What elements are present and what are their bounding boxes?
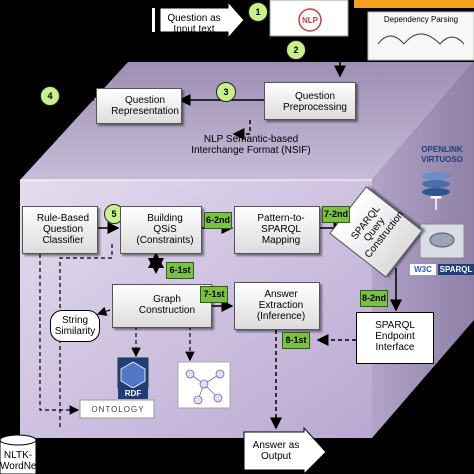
graph-icon: [185, 369, 225, 405]
sparql-construction-label: SPARQL Query Construction: [349, 203, 407, 261]
step-8-2: 8-2nd: [360, 290, 388, 307]
step-7-1: 7-1st: [200, 286, 228, 303]
w3c-logo-text: W3C: [410, 264, 436, 275]
step-badge-2: 2: [286, 40, 306, 60]
pattern-mapping-module: Pattern-to- SPARQL Mapping: [234, 206, 320, 254]
string-similarity-box: String Similarity: [50, 310, 100, 342]
database-icon: [422, 180, 450, 188]
banner-image: [354, 0, 474, 8]
connector: [96, 306, 111, 316]
nltk-cylinder: [0, 440, 37, 474]
answer-extraction-label: Answer Extraction (Inference): [256, 289, 306, 322]
database-disk-icon: [429, 232, 455, 248]
input-arrow-tail: [152, 8, 155, 32]
sparql-endpoint-box: SPARQL Endpoint Interface: [356, 312, 434, 364]
pattern-mapping-label: Pattern-to- SPARQL Mapping: [257, 213, 305, 246]
database-icon: [422, 188, 450, 196]
virtuoso-logo-text: VIRTUOSO: [421, 155, 463, 164]
graph-construction-module: Graph Construction: [112, 284, 212, 328]
step-badge-3: 3: [216, 82, 236, 102]
ontology-logo: [79, 399, 155, 419]
string-similarity-label: String Similarity: [54, 315, 96, 337]
rule-based-classifier-label: Rule-Based Question Classifier: [36, 213, 90, 246]
connector: [59, 244, 113, 430]
input-arrow-shape: [159, 0, 245, 40]
connector: [39, 254, 80, 415]
building-qsis-module: Building QSiS (Constraints): [120, 206, 202, 254]
output-arrow-shape: [243, 426, 327, 474]
nltk-cylinder-top: [0, 434, 37, 446]
dependency-arcs: [377, 33, 465, 45]
input-label: Question as Input text: [167, 13, 221, 35]
step-badge-4: 4: [40, 86, 60, 106]
ontology-logo-text: ONTOLOGY: [91, 405, 145, 414]
openlink-logo-text: OPENLINK: [421, 145, 463, 154]
nltk-wordnet-label: NLTK- WordNet: [0, 450, 40, 472]
nlp-logo-text: NLP: [302, 16, 318, 25]
step-7-2: 7-2nd: [322, 206, 350, 223]
step-6-1: 6-1st: [166, 262, 194, 279]
question-preprocessing-label: Question Preprocessing: [283, 91, 347, 113]
dependency-image: [367, 11, 474, 61]
building-qsis-label: Building QSiS (Constraints): [136, 213, 194, 246]
step-badge-1: 1: [248, 2, 268, 22]
rdf-logo-text: RDF: [118, 388, 148, 399]
nsif-label: NLP Semantic-based Interchange Format (N…: [191, 134, 311, 156]
nlp-logo: [298, 8, 322, 32]
step-6-2: 6-2nd: [204, 212, 232, 229]
sparql-endpoint-label: SPARQL Endpoint Interface: [375, 320, 415, 353]
question-preprocessing-module: Question Preprocessing: [264, 82, 356, 120]
dependency-parsing-label: Dependency Parsing: [383, 15, 459, 24]
output-label: Answer as Output: [252, 440, 300, 462]
sparql-logo-text: SPARQL: [438, 264, 474, 275]
question-representation-label: Question Representation: [111, 95, 179, 117]
answer-extraction-module: Answer Extraction (Inference): [234, 282, 320, 330]
rule-based-classifier-module: Rule-Based Question Classifier: [22, 206, 98, 254]
graph-construction-label: Graph Construction: [138, 294, 196, 316]
question-representation-module: Question Representation: [96, 88, 182, 124]
database-icon: [422, 172, 450, 180]
step-8-1: 8-1st: [282, 332, 310, 349]
